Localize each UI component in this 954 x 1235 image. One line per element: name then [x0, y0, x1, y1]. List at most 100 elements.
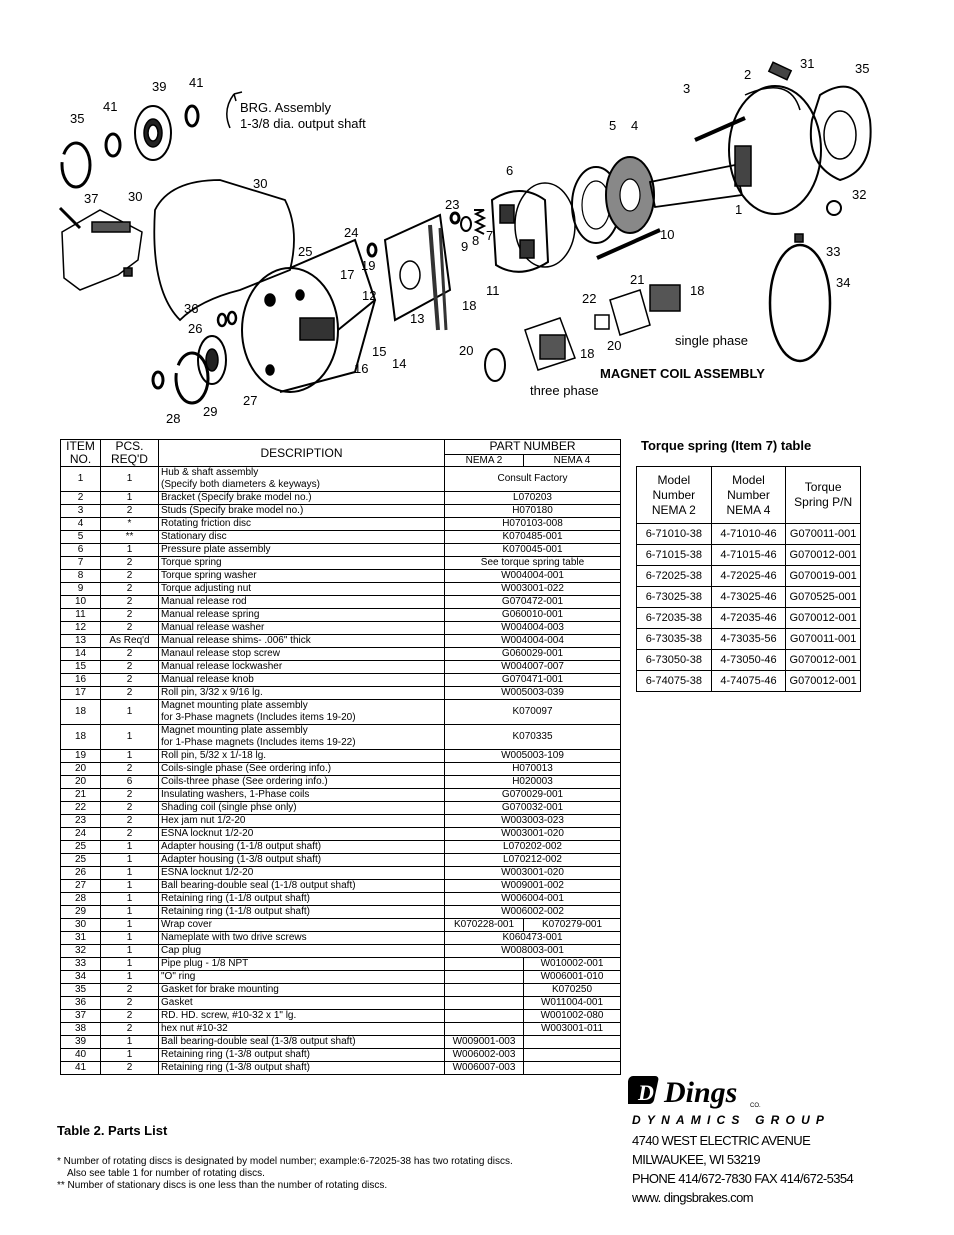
nema4-cell: K070279-001 — [522, 918, 622, 932]
part-number-cell: Consult Factory — [443, 466, 622, 492]
wrap-cover-30-large — [153, 179, 295, 322]
label-21: 21 — [630, 272, 644, 287]
description-text: Adapter housing (1-1/8 output shaft) — [161, 841, 322, 852]
item-no-cell: 14 — [60, 647, 101, 661]
description-cell: hex nut #10-32 — [158, 1022, 445, 1036]
description-cell: Gasket — [158, 996, 445, 1010]
torque-spring-cell: G070012-001 — [785, 649, 861, 671]
description-cell: Hub & shaft assembly(Specify both diamet… — [158, 466, 445, 492]
part-number-cell: W008003-001 — [443, 944, 622, 958]
description-text: Torque adjusting nut — [161, 583, 252, 594]
pressure-plate-6 — [490, 190, 550, 273]
item-no-cell: 11 — [60, 608, 101, 622]
item-no-cell: 3 — [60, 504, 101, 518]
torque-spring-cell: G070012-001 — [785, 670, 861, 692]
description-text: Manual release knob — [161, 674, 254, 685]
item-no-cell: 1 — [60, 466, 101, 492]
dings-logo: D Dings CO. DYNAMICS GROUP — [628, 1076, 824, 1127]
description-cell: Manual release knob — [158, 673, 445, 687]
ring-41b — [184, 104, 200, 128]
item-no-cell: 26 — [60, 866, 101, 880]
label-31: 31 — [800, 56, 814, 71]
part-number-cell: K070045-001 — [443, 543, 622, 557]
pcs-cell: 6 — [100, 775, 159, 789]
magnet-coil-caption: MAGNET COIL ASSEMBLY — [600, 366, 765, 381]
description-cell: Manual release lockwasher — [158, 660, 445, 674]
label-15: 15 — [372, 344, 386, 359]
label-11: 11 — [486, 283, 500, 298]
label-32: 32 — [852, 187, 866, 202]
description-cell: Adapter housing (1-3/8 output shaft) — [158, 853, 445, 867]
item-no-cell: 19 — [60, 749, 101, 763]
label-9: 9 — [461, 239, 468, 254]
label-24: 24 — [344, 225, 358, 240]
three-phase-caption: three phase — [530, 383, 599, 398]
item-no-cell: 34 — [60, 970, 101, 984]
label-7: 7 — [486, 228, 493, 243]
torque-spring-cell: G070011-001 — [785, 523, 861, 545]
pcs-cell: 1 — [100, 699, 159, 725]
magnet-plate-18 — [383, 213, 452, 322]
label-1: 1 — [735, 202, 742, 217]
part-number-cell: K070097 — [443, 699, 622, 725]
description-text: Stationary disc — [161, 531, 227, 542]
torque-nema2-cell: 6-71010-38 — [636, 523, 712, 545]
item-no-cell: 12 — [60, 621, 101, 635]
description-text: Insulating washers, 1-Phase coils — [161, 789, 310, 800]
pcs-cell: 1 — [100, 466, 159, 492]
description-cell: Cap plug — [158, 944, 445, 958]
address-web[interactable]: www. dingsbrakes.com — [632, 1190, 754, 1205]
part-number-cell: H070013 — [443, 762, 622, 776]
description-cell: Rotating friction disc — [158, 517, 445, 531]
description-text: Hub & shaft assembly — [161, 467, 259, 478]
pcs-cell: 2 — [100, 1009, 159, 1023]
description-text: ESNA locknut 1/2-20 — [161, 828, 254, 839]
label-18b: 18 — [690, 283, 704, 298]
pcs-cell: 1 — [100, 970, 159, 984]
nema2-cell — [444, 983, 524, 997]
header-nema2: NEMA 2 — [444, 453, 524, 468]
part-number-cell: W003001-022 — [443, 582, 622, 596]
description-text: Manual release shims- .006" thick — [161, 635, 311, 646]
label-17: 17 — [340, 267, 354, 282]
description-text: Retaining ring (1-1/8 output shaft) — [161, 893, 310, 904]
part-number-cell: G060029-001 — [443, 647, 622, 661]
torque-nema4-cell: 4-72035-46 — [710, 607, 787, 629]
part-number-cell: L070202-002 — [443, 840, 622, 854]
torque-spring-cell: G070012-001 — [785, 544, 861, 566]
part-number-cell: K060473-001 — [443, 931, 622, 945]
dings-logo-mark-icon — [628, 1076, 659, 1104]
label-41b: 41 — [189, 75, 203, 90]
torque-nema2-cell: 6-72025-38 — [636, 565, 712, 587]
part-number-cell: W004004-004 — [443, 634, 622, 648]
pcs-cell: 2 — [100, 556, 159, 570]
nema2-cell — [444, 996, 524, 1010]
description-cell: Shading coil (single phse only) — [158, 801, 445, 815]
description-text: Gasket — [161, 997, 193, 1008]
description-cell: Coils-single phase (See ordering info.) — [158, 762, 445, 776]
description-cell: Roll pin, 5/32 x 1/-18 lg. — [158, 749, 445, 763]
description-cell: Retaining ring (1-3/8 output shaft) — [158, 1048, 445, 1062]
description-text: Adapter housing (1-3/8 output shaft) — [161, 854, 322, 865]
description-cell: Roll pin, 3/32 x 9/16 lg. — [158, 686, 445, 700]
pcs-cell: 2 — [100, 595, 159, 609]
part-number-cell: W005003-109 — [443, 749, 622, 763]
description-cell: Manual release washer — [158, 621, 445, 635]
